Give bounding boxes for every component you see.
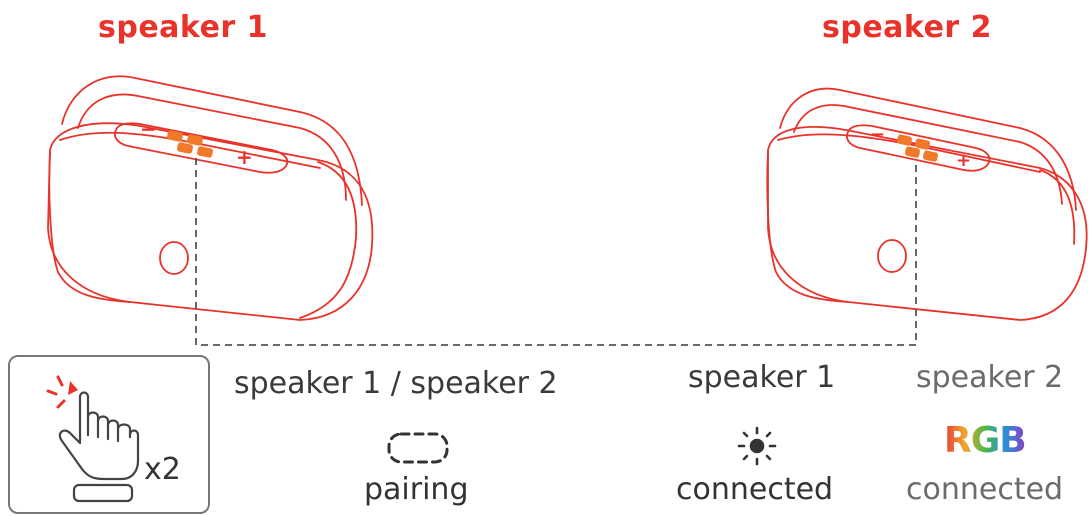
speaker-2-status-label: speaker 2 [916,360,1064,395]
speaker-1-connected-label: connected [676,472,834,507]
speaker-1-title: speaker 1 [98,10,269,45]
pairing-icon [387,432,449,464]
tap-count-label: x2 [144,452,181,487]
speaker-2-connected-label: connected [906,472,1064,507]
speaker-1-plus-icon: + [236,145,253,169]
speaker-1-illustration [47,75,374,321]
speaker-2-plus-icon: + [956,150,971,171]
pairing-label: pairing [364,472,469,507]
speaker-1-buttons [167,130,213,158]
speaker-1-status-label: speaker 1 [688,360,836,395]
double-tap-hand-icon [46,375,140,503]
rgb-light-label: RGB [944,420,1027,461]
both-speakers-label: speaker 1 / speaker 2 [234,366,558,401]
speaker-2-illustration [766,87,1088,321]
speaker-1-minus-icon: − [140,117,157,141]
connection-dashed-line [195,158,917,346]
speaker-2-minus-icon: − [870,124,885,145]
double-tap-gesture-box [8,355,210,514]
speaker-2-buttons [896,134,939,162]
speaker-2-title: speaker 2 [822,10,993,45]
sun-light-icon [737,426,777,466]
